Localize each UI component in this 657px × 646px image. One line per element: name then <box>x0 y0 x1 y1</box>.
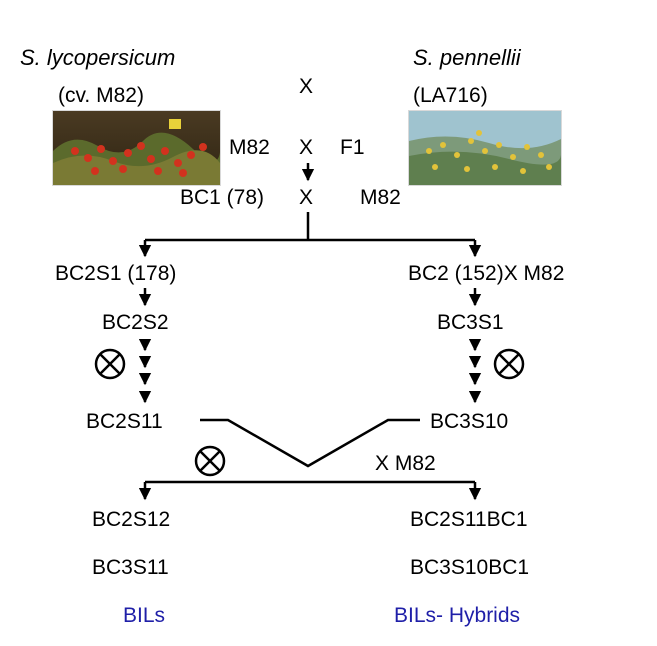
cross-symbol-top: X <box>299 75 314 98</box>
f1-row-right: F1 <box>340 136 365 159</box>
circled-x-icon <box>194 445 226 477</box>
left-gen3: BC2S11 <box>86 410 163 433</box>
bils-hybrids-label: BILs- Hybrids <box>394 604 521 627</box>
parent-left-species: S. lycopersicum <box>20 45 176 70</box>
backcross-label: X M82 <box>375 452 436 475</box>
left-result-1: BC2S12 <box>92 508 171 531</box>
right-gen1: BC2 (152)X M82 <box>408 262 565 285</box>
bils-label: BILs <box>123 604 166 627</box>
circled-x-icon <box>493 348 525 380</box>
right-gen3: BC3S10 <box>430 410 509 433</box>
parent-left-cultivar: (cv. M82) <box>58 84 144 107</box>
tomato-field-photo <box>52 110 221 186</box>
parent-right-accession: (LA716) <box>413 84 488 107</box>
circled-x-icon <box>94 348 126 380</box>
bc1-row-cross: X <box>299 186 314 209</box>
left-gen2: BC2S2 <box>102 311 169 334</box>
right-gen2: BC3S1 <box>437 311 504 334</box>
f1-row-cross: X <box>299 136 314 159</box>
f1-row-left: M82 <box>229 136 270 159</box>
left-gen1: BC2S1 (178) <box>55 262 177 285</box>
yellow-flower-photo <box>408 110 562 186</box>
left-result-2: BC3S11 <box>92 556 169 579</box>
parent-right-species: S. pennellii <box>413 45 521 70</box>
right-result-2: BC3S10BC1 <box>410 556 530 579</box>
bc1-row-left: BC1 (78) <box>180 186 265 209</box>
right-result-1: BC2S11BC1 <box>410 508 528 531</box>
bc1-row-right: M82 <box>360 186 401 209</box>
